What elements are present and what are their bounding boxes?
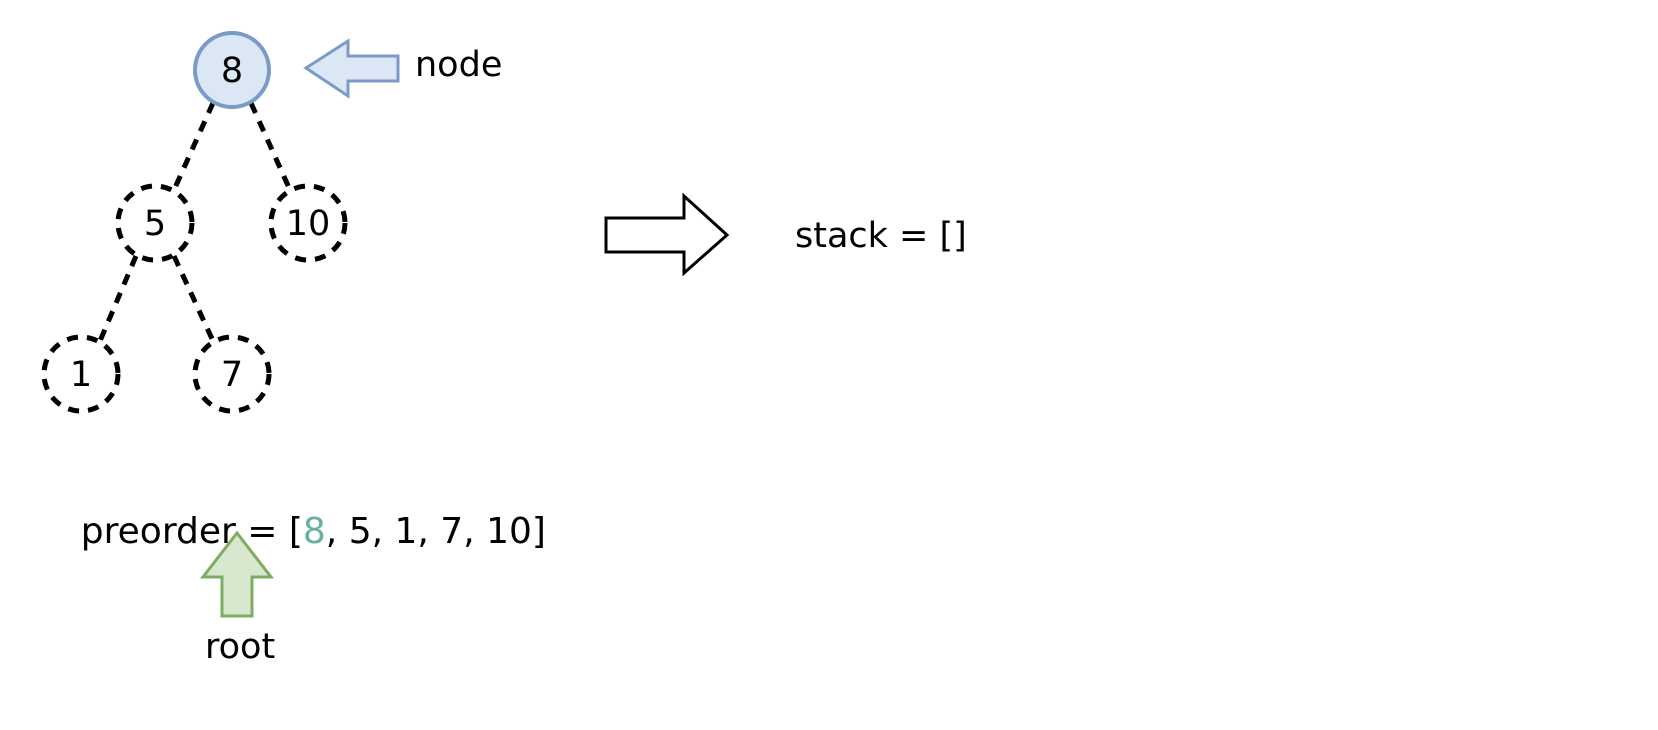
tree-node-1[interactable]: 1 <box>41 334 121 414</box>
preorder-item: 8 <box>302 511 326 552</box>
preorder-expression: preorder = [8, 5, 1, 7, 10] <box>35 478 546 586</box>
node-label-5: 5 <box>144 204 166 244</box>
preorder-separator: , <box>463 511 487 552</box>
stack-label: stack = [] <box>795 216 967 256</box>
preorder-item: 7 <box>440 511 464 552</box>
edge-5-1 <box>97 255 139 342</box>
root-pointer-arrow <box>199 530 275 618</box>
edge-5-7 <box>171 254 216 343</box>
root-pointer-label: root <box>205 627 276 667</box>
preorder-prefix: preorder = [ <box>80 511 303 552</box>
node-pointer-arrow <box>303 38 400 99</box>
node-pointer-label: node <box>415 45 503 85</box>
node-label-10: 10 <box>286 204 331 244</box>
node-label-7: 7 <box>221 355 243 395</box>
node-circle-7 <box>192 334 272 414</box>
tree-node-8[interactable]: 8 <box>193 31 271 109</box>
flow-arrow-right <box>604 192 730 277</box>
node-circle-5 <box>115 183 195 263</box>
node-circle-1 <box>41 334 121 414</box>
preorder-item: 5 <box>348 511 372 552</box>
preorder-separator: , <box>417 511 441 552</box>
edge-8-5 <box>171 101 216 192</box>
tree-edges <box>97 101 293 343</box>
edge-8-10 <box>248 101 293 192</box>
node-circle-10 <box>268 183 348 263</box>
tree-node-5[interactable]: 5 <box>115 183 195 263</box>
preorder-values: 8, 5, 1, 7, 10 <box>303 511 532 552</box>
node-label-8: 8 <box>221 51 243 91</box>
node-circle-8 <box>193 31 271 109</box>
preorder-separator: , <box>371 511 395 552</box>
preorder-suffix: ] <box>531 511 546 552</box>
preorder-separator: , <box>325 511 349 552</box>
tree-node-7[interactable]: 7 <box>192 334 272 414</box>
tree-node-10[interactable]: 10 <box>268 183 348 263</box>
preorder-item: 1 <box>394 511 418 552</box>
preorder-item: 10 <box>486 511 532 552</box>
node-label-1: 1 <box>70 355 92 395</box>
